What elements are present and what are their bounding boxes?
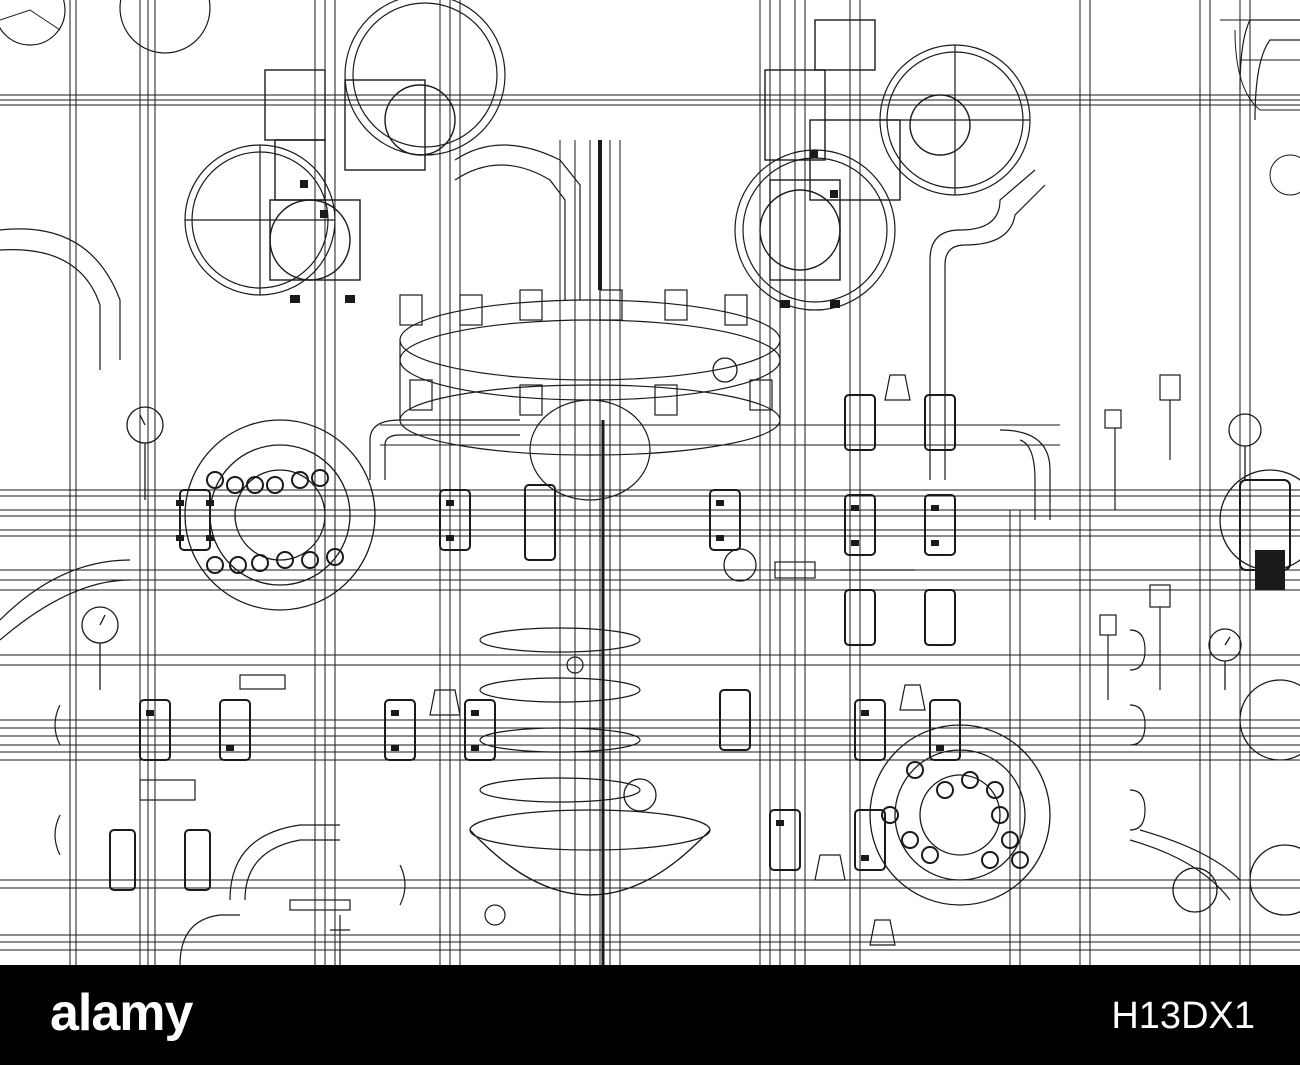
pressure-gauge-icon: [81, 357, 1262, 913]
bolt-heads: [146, 150, 1285, 861]
valve-body-clusters: [264, 19, 971, 281]
instrument-probes: [54, 374, 1181, 965]
pipe-wireframe-drawing: [0, 0, 1300, 965]
pipe-wireframe-svg: [0, 0, 1300, 965]
footer-bar: alamy H13DX1: [0, 965, 1300, 1065]
bolt-ring: [206, 469, 1029, 869]
reactor-vessel-icon: [399, 140, 781, 965]
flange-icon: [109, 394, 1291, 891]
edge-fragments: [0, 9, 1300, 196]
vertical-pipes: [69, 0, 1251, 965]
flange-disc-icon: [184, 419, 1300, 916]
image-id: H13DX1: [1111, 995, 1255, 1037]
pipe-elbows: [0, 19, 1300, 965]
horizontal-pipes: [0, 94, 1300, 951]
brand-logo: alamy: [50, 984, 193, 1042]
